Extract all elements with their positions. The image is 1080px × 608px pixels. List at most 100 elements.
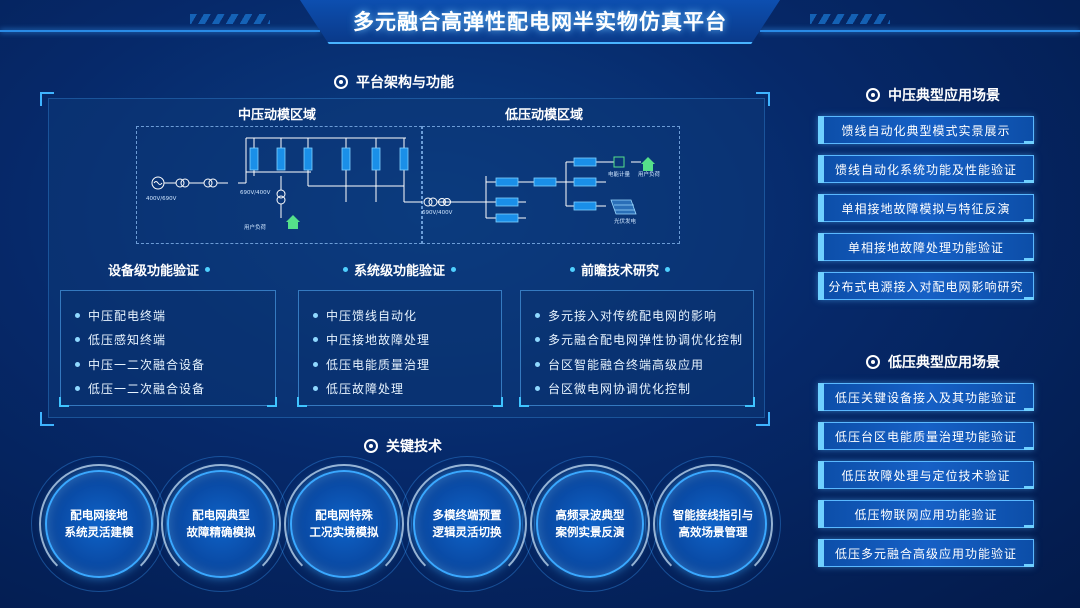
tech-line: 逻辑灵活切换 — [432, 525, 502, 539]
page-title: 多元融合高弹性配电网半实物仿真平台 — [353, 10, 727, 34]
architecture-title-text: 平台架构与功能 — [356, 75, 454, 91]
tech-line: 配电网特殊 — [315, 508, 373, 522]
lv-user-load-label: 用户负荷 — [638, 170, 661, 178]
tech-line: 配电网典型 — [192, 508, 250, 522]
mv-user-load-label: 用户负荷 — [244, 223, 267, 231]
tech-circle-2[interactable]: 配电网典型故障精确模拟 — [153, 456, 289, 592]
lv-switch-6 — [573, 177, 597, 187]
column-title-frontier: 前瞻技术研究 — [570, 260, 671, 279]
tech-line: 故障精确模拟 — [186, 525, 256, 539]
header-line-right — [760, 30, 1080, 32]
section-dot-icon — [334, 75, 348, 89]
mv-scenario-button-3[interactable]: 单相接地故障模拟与特征反演 — [818, 194, 1034, 222]
column-title-device: 设备级功能验证 — [108, 260, 211, 279]
column-box-system: 中压馈线自动化 中压接地故障处理 低压电能质量治理 低压故障处理 — [297, 290, 503, 407]
section-dot-icon — [866, 355, 880, 369]
title-dot-icon — [205, 267, 211, 272]
list-item: 多元融合配电网弹性协调优化控制 — [535, 328, 753, 353]
lv-scenario-button-4[interactable]: 低压物联网应用功能验证 — [818, 500, 1034, 528]
title-dot-icon — [570, 267, 575, 272]
key-tech-title-text: 关键技术 — [386, 439, 442, 455]
house-icon — [286, 157, 655, 229]
header-line-left — [0, 30, 320, 32]
pv-panel-icon — [610, 199, 637, 215]
column-box-device: 中压配电终端 低压感知终端 中压一二次融合设备 低压一二次融合设备 — [59, 290, 277, 407]
lv-scenarios-title: 低压典型应用场景 — [866, 352, 1000, 372]
mv-switch-5 — [371, 147, 381, 171]
list-item: 低压一二次融合设备 — [75, 377, 275, 402]
section-dot-icon — [364, 439, 378, 453]
lv-scenario-button-2[interactable]: 低压台区电能质量治理功能验证 — [818, 422, 1034, 450]
tech-line: 配电网接地 — [70, 508, 128, 522]
lv-switch-4 — [495, 213, 519, 223]
mv-scenario-button-2[interactable]: 馈线自动化系统功能及性能验证 — [818, 155, 1034, 183]
title-dot-icon — [665, 267, 671, 272]
lv-scenario-button-5[interactable]: 低压多元融合高级应用功能验证 — [818, 539, 1034, 567]
lv-transformer-label: 690V/400V — [422, 210, 453, 216]
header-bar — [300, 0, 780, 44]
section-dot-icon — [866, 88, 880, 102]
mv-source-voltage-label: 400V/690V — [146, 196, 177, 202]
lv-scenario-button-1[interactable]: 低压关键设备接入及其功能验证 — [818, 383, 1034, 411]
tech-line: 高频录波典型 — [555, 508, 625, 522]
mv-switch-2 — [276, 147, 286, 171]
key-tech-section-title: 关键技术 — [364, 436, 442, 456]
panel-corner-br — [756, 412, 770, 426]
mv-switch-6 — [399, 147, 409, 171]
tech-circle-4[interactable]: 多模终端预置逻辑灵活切换 — [399, 456, 535, 592]
panel-corner-tl — [40, 92, 54, 106]
list-item: 中压配电终端 — [75, 303, 275, 328]
column-title-frontier-text: 前瞻技术研究 — [581, 264, 660, 279]
header-deco-right — [810, 14, 890, 24]
column-box-frontier: 多元接入对传统配电网的影响 多元融合配电网弹性协调优化控制 台区智能融合终端高级… — [519, 290, 755, 407]
mv-scenario-button-5[interactable]: 分布式电源接入对配电网影响研究 — [818, 272, 1034, 300]
panel-corner-tr — [756, 92, 770, 106]
lv-domain-label: 低压动模区域 — [505, 108, 584, 123]
mv-domain-label: 中压动模区域 — [238, 108, 317, 123]
title-dot-icon — [451, 267, 457, 272]
tech-line: 系统灵活建模 — [64, 525, 134, 539]
list-item: 中压接地故障处理 — [313, 328, 501, 353]
mv-scenario-button-1[interactable]: 馈线自动化典型模式实景展示 — [818, 116, 1034, 144]
tech-circle-5[interactable]: 高频录波典型案例实景反演 — [522, 456, 658, 592]
lv-switch-1 — [495, 177, 519, 187]
list-item: 台区智能融合终端高级应用 — [535, 352, 753, 377]
mv-scenario-button-4[interactable]: 单相接地故障处理功能验证 — [818, 233, 1034, 261]
mv-transformer-label: 690V/400V — [240, 190, 271, 196]
mv-switch-4 — [341, 147, 351, 171]
list-item: 中压一二次融合设备 — [75, 352, 275, 377]
tech-line: 智能接线指引与 — [672, 508, 754, 522]
list-item: 多元接入对传统配电网的影响 — [535, 303, 753, 328]
mv-scenarios-title: 中压典型应用场景 — [866, 85, 1000, 105]
tech-circle-6[interactable]: 智能接线指引与高效场景管理 — [645, 456, 781, 592]
lv-switch-5 — [573, 157, 597, 167]
title-dot-icon — [343, 267, 348, 272]
lv-switch-7 — [573, 201, 597, 211]
mv-switch-1 — [249, 147, 259, 171]
architecture-section-title: 平台架构与功能 — [334, 72, 454, 92]
column-title-system-text: 系统级功能验证 — [354, 264, 446, 279]
mv-scenarios-title-text: 中压典型应用场景 — [888, 88, 1000, 104]
tech-line: 工况实境模拟 — [309, 525, 379, 539]
list-item: 低压故障处理 — [313, 377, 501, 402]
lv-diagram-box — [422, 126, 680, 244]
list-item: 中压馈线自动化 — [313, 303, 501, 328]
tech-line: 高效场景管理 — [678, 525, 748, 539]
circuit-diagram: 400V/690V 690V/400V 用户负荷 690V/400V 电能计量 … — [146, 137, 661, 231]
panel-corner-bl — [40, 412, 54, 426]
tech-circle-3[interactable]: 配电网特殊工况实境模拟 — [276, 456, 412, 592]
tech-line: 案例实景反演 — [555, 525, 625, 539]
lv-switch-3 — [495, 197, 519, 207]
list-item: 低压电能质量治理 — [313, 352, 501, 377]
lv-scenario-button-3[interactable]: 低压故障处理与定位技术验证 — [818, 461, 1034, 489]
list-item: 台区微电网协调优化控制 — [535, 377, 753, 402]
mv-diagram-box — [136, 126, 422, 244]
meter-icon — [613, 156, 625, 168]
column-title-system: 系统级功能验证 — [343, 260, 457, 279]
lv-pv-label: 光伏发电 — [614, 217, 637, 225]
tech-circle-1[interactable]: 配电网接地系统灵活建模 — [31, 456, 167, 592]
lv-scenarios-title-text: 低压典型应用场景 — [888, 355, 1000, 371]
lv-meter-label: 电能计量 — [608, 170, 631, 178]
column-title-device-text: 设备级功能验证 — [108, 264, 200, 279]
tech-line: 多模终端预置 — [432, 508, 502, 522]
